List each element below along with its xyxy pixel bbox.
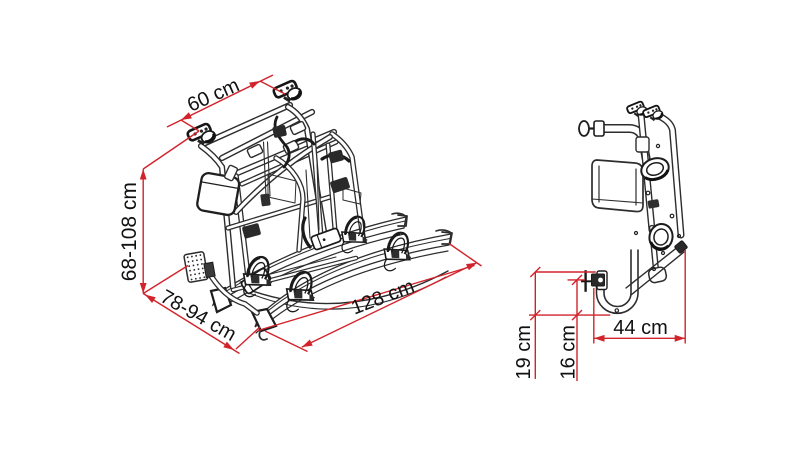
svg-text:19 cm: 19 cm [513,325,535,379]
svg-text:16 cm: 16 cm [558,325,580,379]
svg-text:68-108 cm: 68-108 cm [118,182,141,281]
svg-text:44 cm: 44 cm [613,317,667,339]
